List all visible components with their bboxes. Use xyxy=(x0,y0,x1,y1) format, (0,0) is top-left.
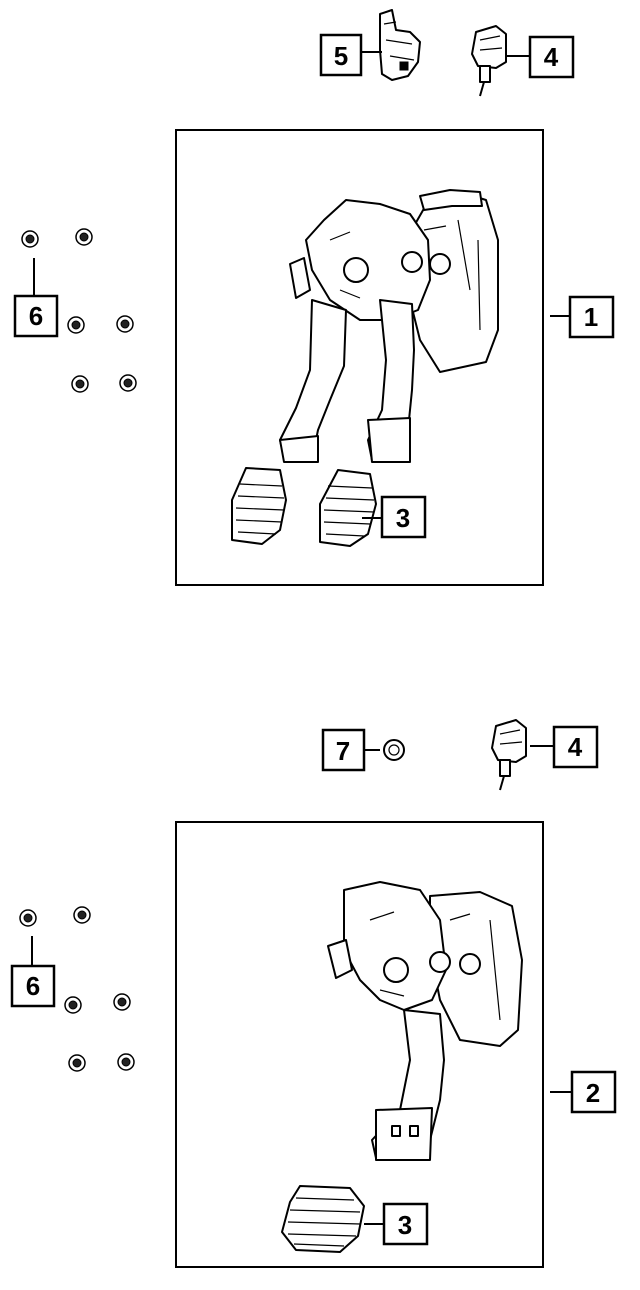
frame-assembly-2 xyxy=(175,821,544,1268)
svg-text:4: 4 xyxy=(544,42,559,72)
washer-part-7 xyxy=(383,739,405,761)
pedal-pad-bottom xyxy=(281,1185,365,1253)
svg-text:6: 6 xyxy=(29,301,43,331)
callout-4-bottom: 4 xyxy=(552,725,599,769)
frame-assembly-1 xyxy=(175,129,544,586)
nut-icon xyxy=(19,909,37,927)
nut-icon xyxy=(116,315,134,333)
switch-part-5 xyxy=(379,9,421,81)
sensor-part-4-top xyxy=(471,25,507,97)
svg-text:3: 3 xyxy=(396,503,410,533)
svg-text:3: 3 xyxy=(398,1210,412,1240)
callout-4-top: 4 xyxy=(528,35,575,79)
dual-pedal-assembly xyxy=(279,189,499,463)
sensor-part-4-bottom xyxy=(491,719,527,791)
nut-icon xyxy=(64,996,82,1014)
svg-text:6: 6 xyxy=(26,971,40,1001)
callout-2: 2 xyxy=(570,1070,617,1114)
nut-group-bottom xyxy=(19,906,135,1072)
callout-3-bottom: 3 xyxy=(382,1202,429,1246)
nut-icon xyxy=(68,1054,86,1072)
callout-5: 5 xyxy=(319,33,363,77)
nut-icon xyxy=(73,906,91,924)
nut-icon xyxy=(119,374,137,392)
svg-text:7: 7 xyxy=(336,736,350,766)
callout-3-top: 3 xyxy=(380,495,427,539)
nut-icon xyxy=(21,230,39,248)
nut-icon xyxy=(71,375,89,393)
svg-text:2: 2 xyxy=(586,1078,600,1108)
nut-icon xyxy=(67,316,85,334)
svg-text:5: 5 xyxy=(334,41,348,71)
nut-icon xyxy=(117,1053,135,1071)
nut-icon xyxy=(75,228,93,246)
callout-1: 1 xyxy=(568,295,615,339)
nut-icon xyxy=(113,993,131,1011)
single-pedal-assembly xyxy=(327,881,523,1161)
svg-text:1: 1 xyxy=(584,302,598,332)
nut-group-top xyxy=(21,228,137,393)
pedal-pad-left xyxy=(231,467,287,545)
callout-7: 7 xyxy=(321,728,366,772)
callout-6-top: 6 xyxy=(13,294,59,338)
svg-text:4: 4 xyxy=(568,732,583,762)
callout-6-bottom: 6 xyxy=(10,964,56,1008)
pedal-pad-right xyxy=(319,469,377,547)
